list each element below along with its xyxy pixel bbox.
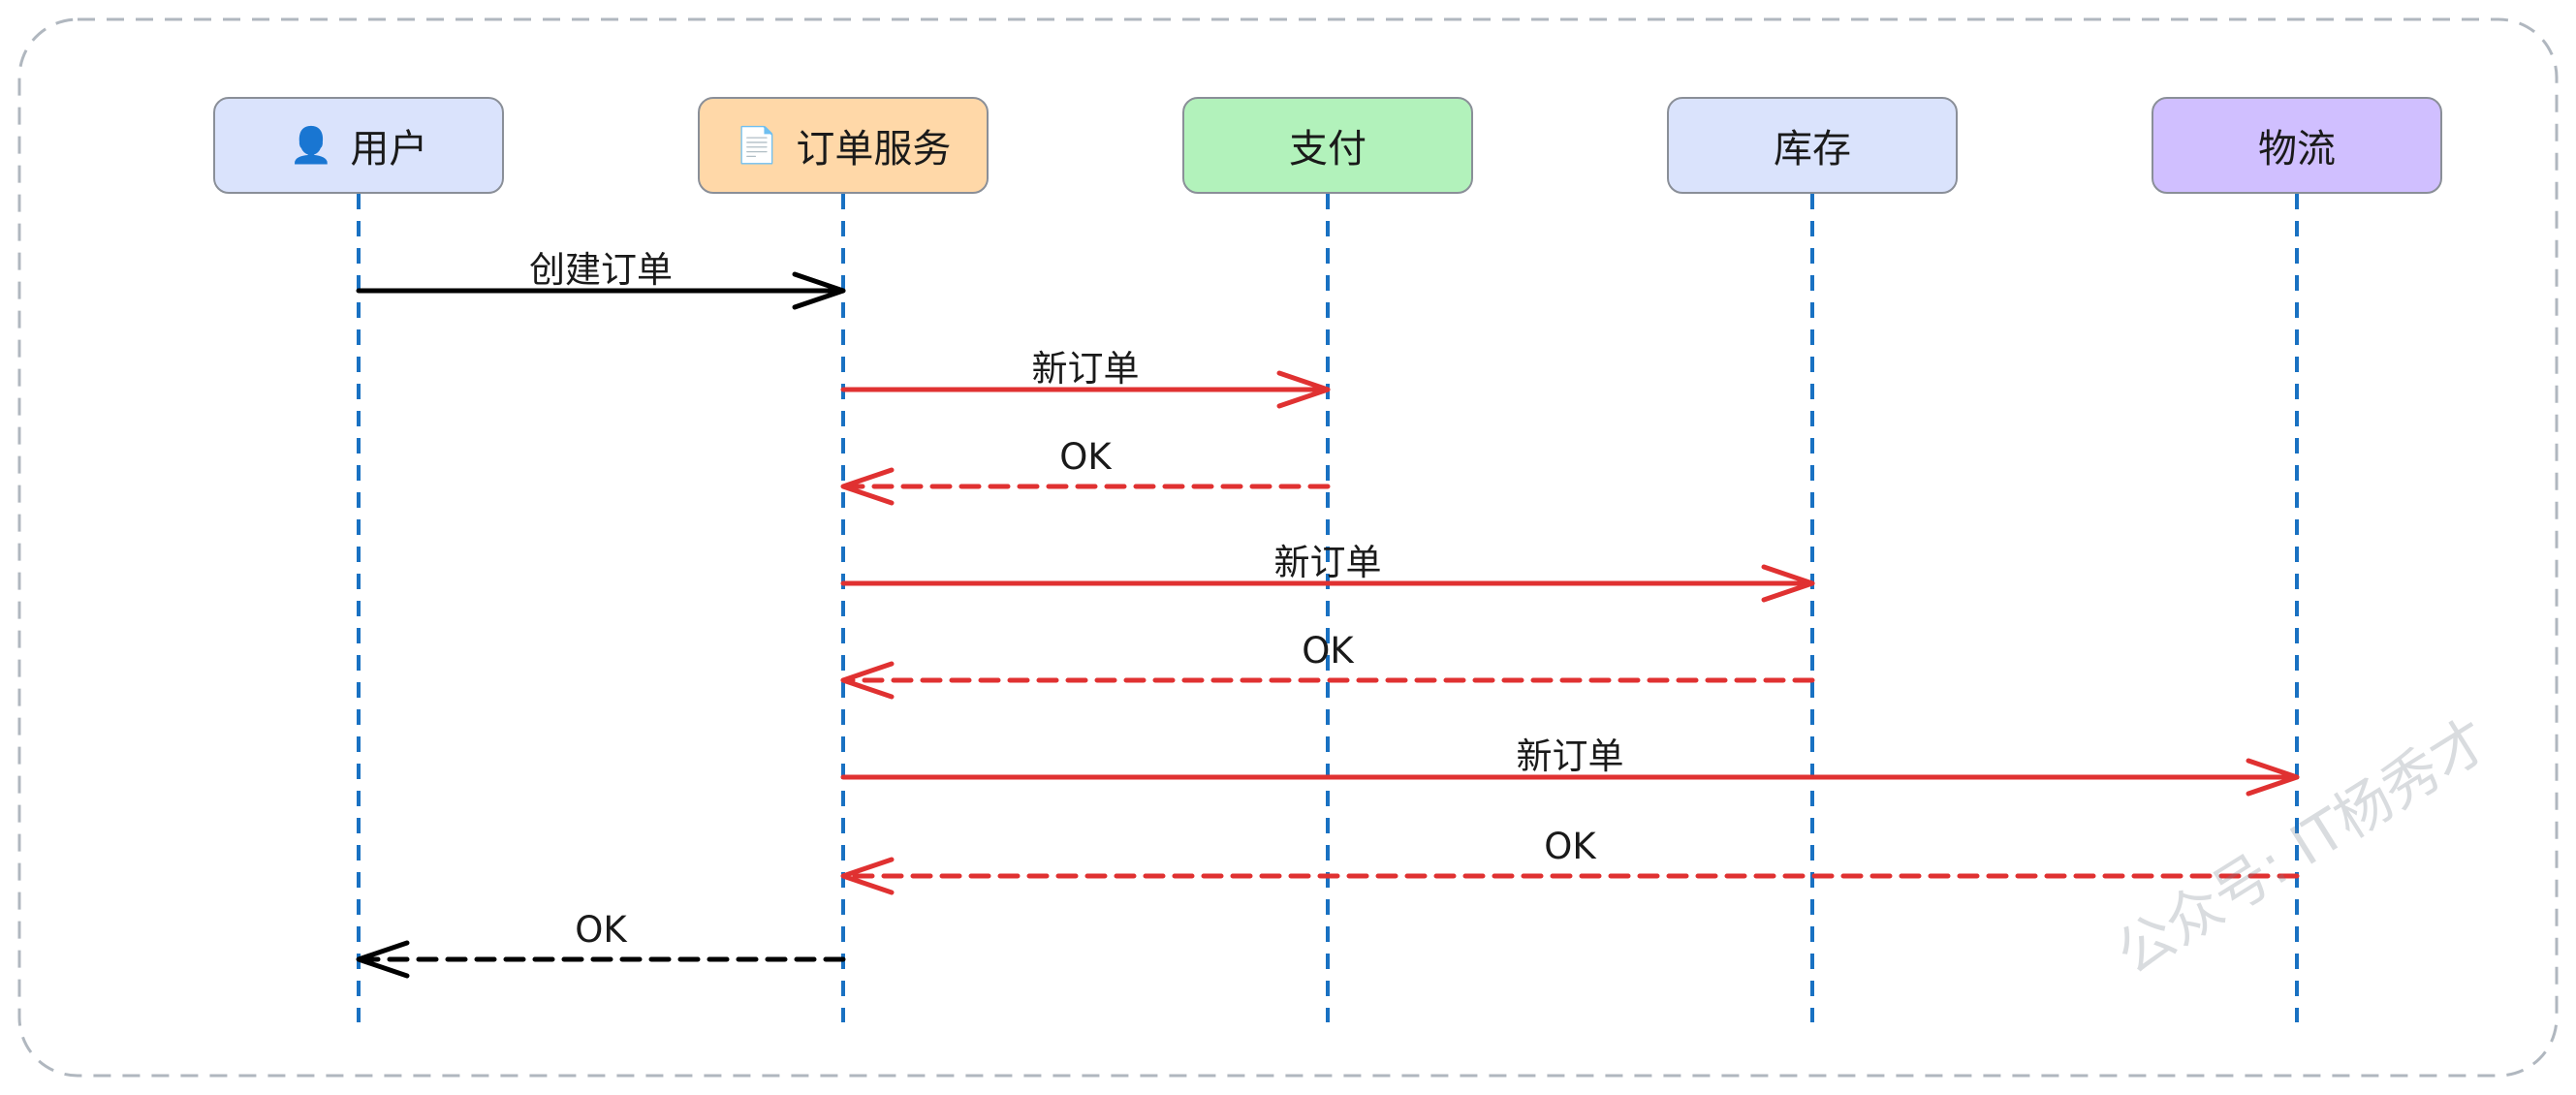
participant-label: 物流 <box>2258 127 2336 172</box>
document-icon: 📄 <box>735 126 779 166</box>
message-arrow <box>840 467 1331 506</box>
message-label: 新订单 <box>1516 735 1624 777</box>
participant-user: 👤 用户 <box>213 97 504 194</box>
message-label: 新订单 <box>1031 348 1140 390</box>
participant-label: 支付 <box>1289 127 1367 172</box>
message-arrow <box>840 661 1815 700</box>
message-arrow <box>356 271 846 310</box>
message-arrow <box>840 370 1331 409</box>
message-label: 创建订单 <box>529 249 673 291</box>
message-label: OK <box>1544 826 1596 867</box>
participant-logistics: 物流 <box>2152 97 2442 194</box>
participant-label: 订单服务 <box>796 127 952 172</box>
message-label: 新订单 <box>1273 542 1382 583</box>
message-label: OK <box>1302 630 1354 672</box>
message-arrow <box>840 564 1815 603</box>
message-arrow <box>840 758 2300 797</box>
participant-pay: 支付 <box>1182 97 1473 194</box>
message-arrow <box>356 940 846 979</box>
participant-label: 用户 <box>350 127 428 172</box>
message-arrow <box>840 857 2300 895</box>
outer-frame <box>17 17 2559 1078</box>
participant-label: 库存 <box>1774 127 1851 172</box>
participant-stock: 库存 <box>1667 97 1958 194</box>
message-label: OK <box>575 909 627 951</box>
message-label: OK <box>1059 436 1112 478</box>
user-icon: 👤 <box>289 126 333 166</box>
participant-order: 📄 订单服务 <box>698 97 989 194</box>
